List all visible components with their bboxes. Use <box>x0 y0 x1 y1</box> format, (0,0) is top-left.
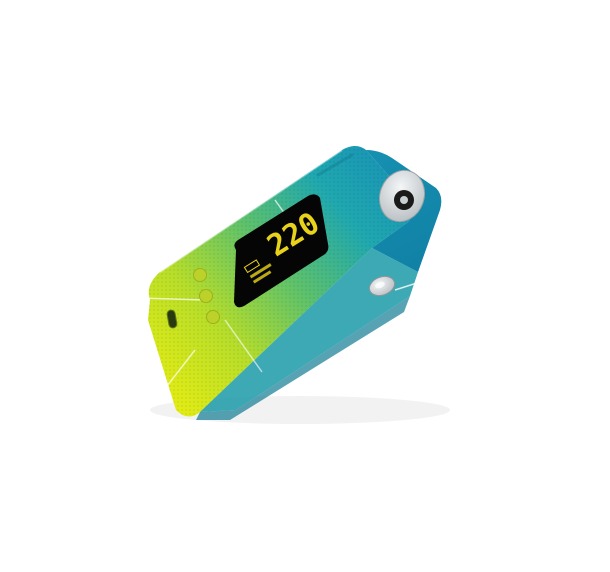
brand-engraving <box>316 153 354 177</box>
connector-pin <box>400 196 408 204</box>
menu-button[interactable] <box>206 310 220 324</box>
top-edge-highlight <box>159 149 343 273</box>
glint-line <box>224 319 263 373</box>
screen-info-line <box>249 263 272 279</box>
glint-line <box>139 297 206 301</box>
down-button[interactable] <box>199 289 213 303</box>
up-button[interactable] <box>193 268 207 282</box>
screen-info-line <box>252 270 272 284</box>
fire-button-highlight <box>375 281 385 289</box>
glint-line <box>159 349 196 396</box>
device-lower-side <box>200 248 418 412</box>
battery-icon <box>243 259 261 274</box>
usb-port <box>166 309 178 329</box>
glint-line <box>394 281 421 291</box>
device-side-face <box>366 150 442 272</box>
